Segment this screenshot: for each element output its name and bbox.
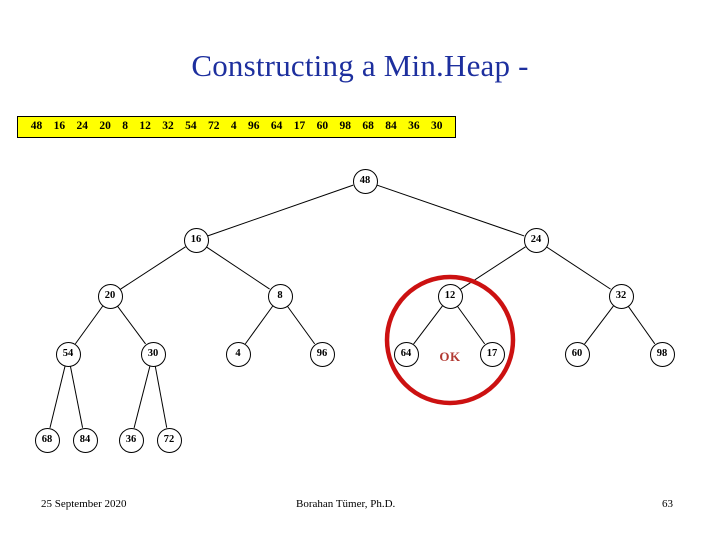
tree-node-84: 84 <box>72 427 98 453</box>
array-cell: 68 <box>362 120 374 133</box>
array-cell: 32 <box>162 120 174 133</box>
tree-edge <box>74 305 104 345</box>
array-cell: 8 <box>122 120 128 133</box>
footer-date: 25 September 2020 <box>41 498 127 510</box>
tree-edge <box>627 305 656 345</box>
heap-array-bar: 48 16 24 20 8 12 32 54 72 4 96 64 17 60 98 68 84 36 30 <box>17 116 456 138</box>
tree-edge <box>154 366 168 428</box>
array-cell: 60 <box>316 120 329 133</box>
ok-annotation-label: OK <box>439 349 461 364</box>
tree-edge <box>120 246 186 290</box>
footer-page-number: 63 <box>662 498 673 510</box>
tree-edge <box>584 305 614 345</box>
tree-edge <box>133 365 151 429</box>
tree-node-12: 12 <box>437 283 463 309</box>
tree-edge <box>206 246 270 290</box>
tree-edge <box>207 184 354 237</box>
tree-node-60: 60 <box>564 341 590 367</box>
tree-edge <box>117 305 146 345</box>
footer-author: Borahan Tümer, Ph.D. <box>296 498 396 510</box>
array-cell: 4 <box>230 120 237 133</box>
array-cell: 36 <box>408 120 420 133</box>
tree-node-8: 8 <box>267 283 293 309</box>
tree-node-32: 32 <box>608 283 634 309</box>
tree-node-30: 30 <box>140 341 166 367</box>
tree-node-16: 16 <box>183 227 209 253</box>
array-cell: 72 <box>207 120 220 133</box>
tree-node-36: 36 <box>118 427 144 453</box>
array-cell: 24 <box>76 120 88 133</box>
tree-edge <box>286 305 316 345</box>
array-cell: 17 <box>293 120 306 133</box>
array-cell: 54 <box>185 120 197 133</box>
tree-node-48: 48 <box>352 168 378 194</box>
tree-node-72: 72 <box>156 427 182 453</box>
tree-edge <box>413 305 443 345</box>
tree-node-98: 98 <box>649 341 675 367</box>
tree-node-24: 24 <box>523 227 549 253</box>
tree-node-96: 96 <box>309 341 335 367</box>
tree-node-54: 54 <box>55 341 81 367</box>
tree-edge <box>456 305 486 345</box>
array-cell: 98 <box>339 120 351 133</box>
edge-group <box>49 184 656 429</box>
tree-edge <box>69 366 84 428</box>
array-cell: 96 <box>247 120 260 133</box>
tree-edge <box>49 366 66 428</box>
tree-edge <box>546 246 611 290</box>
tree-node-20: 20 <box>97 283 123 309</box>
array-cell: 16 <box>53 120 66 133</box>
array-cell: 84 <box>385 120 397 133</box>
array-cell: 30 <box>430 120 443 133</box>
tree-node-68: 68 <box>34 427 60 453</box>
page-title: Constructing a Min.Heap - <box>191 48 529 83</box>
tree-node-17: 17 <box>479 341 505 367</box>
array-cell: 20 <box>99 120 111 133</box>
tree-edge <box>376 184 525 237</box>
array-cell: 64 <box>270 120 283 133</box>
tree-edge <box>244 305 274 345</box>
tree-edge <box>460 246 526 290</box>
array-cell: 48 <box>30 120 43 133</box>
array-cell: 12 <box>139 120 151 133</box>
tree-node-4: 4 <box>225 341 251 367</box>
tree-node-64: 64 <box>393 341 419 367</box>
